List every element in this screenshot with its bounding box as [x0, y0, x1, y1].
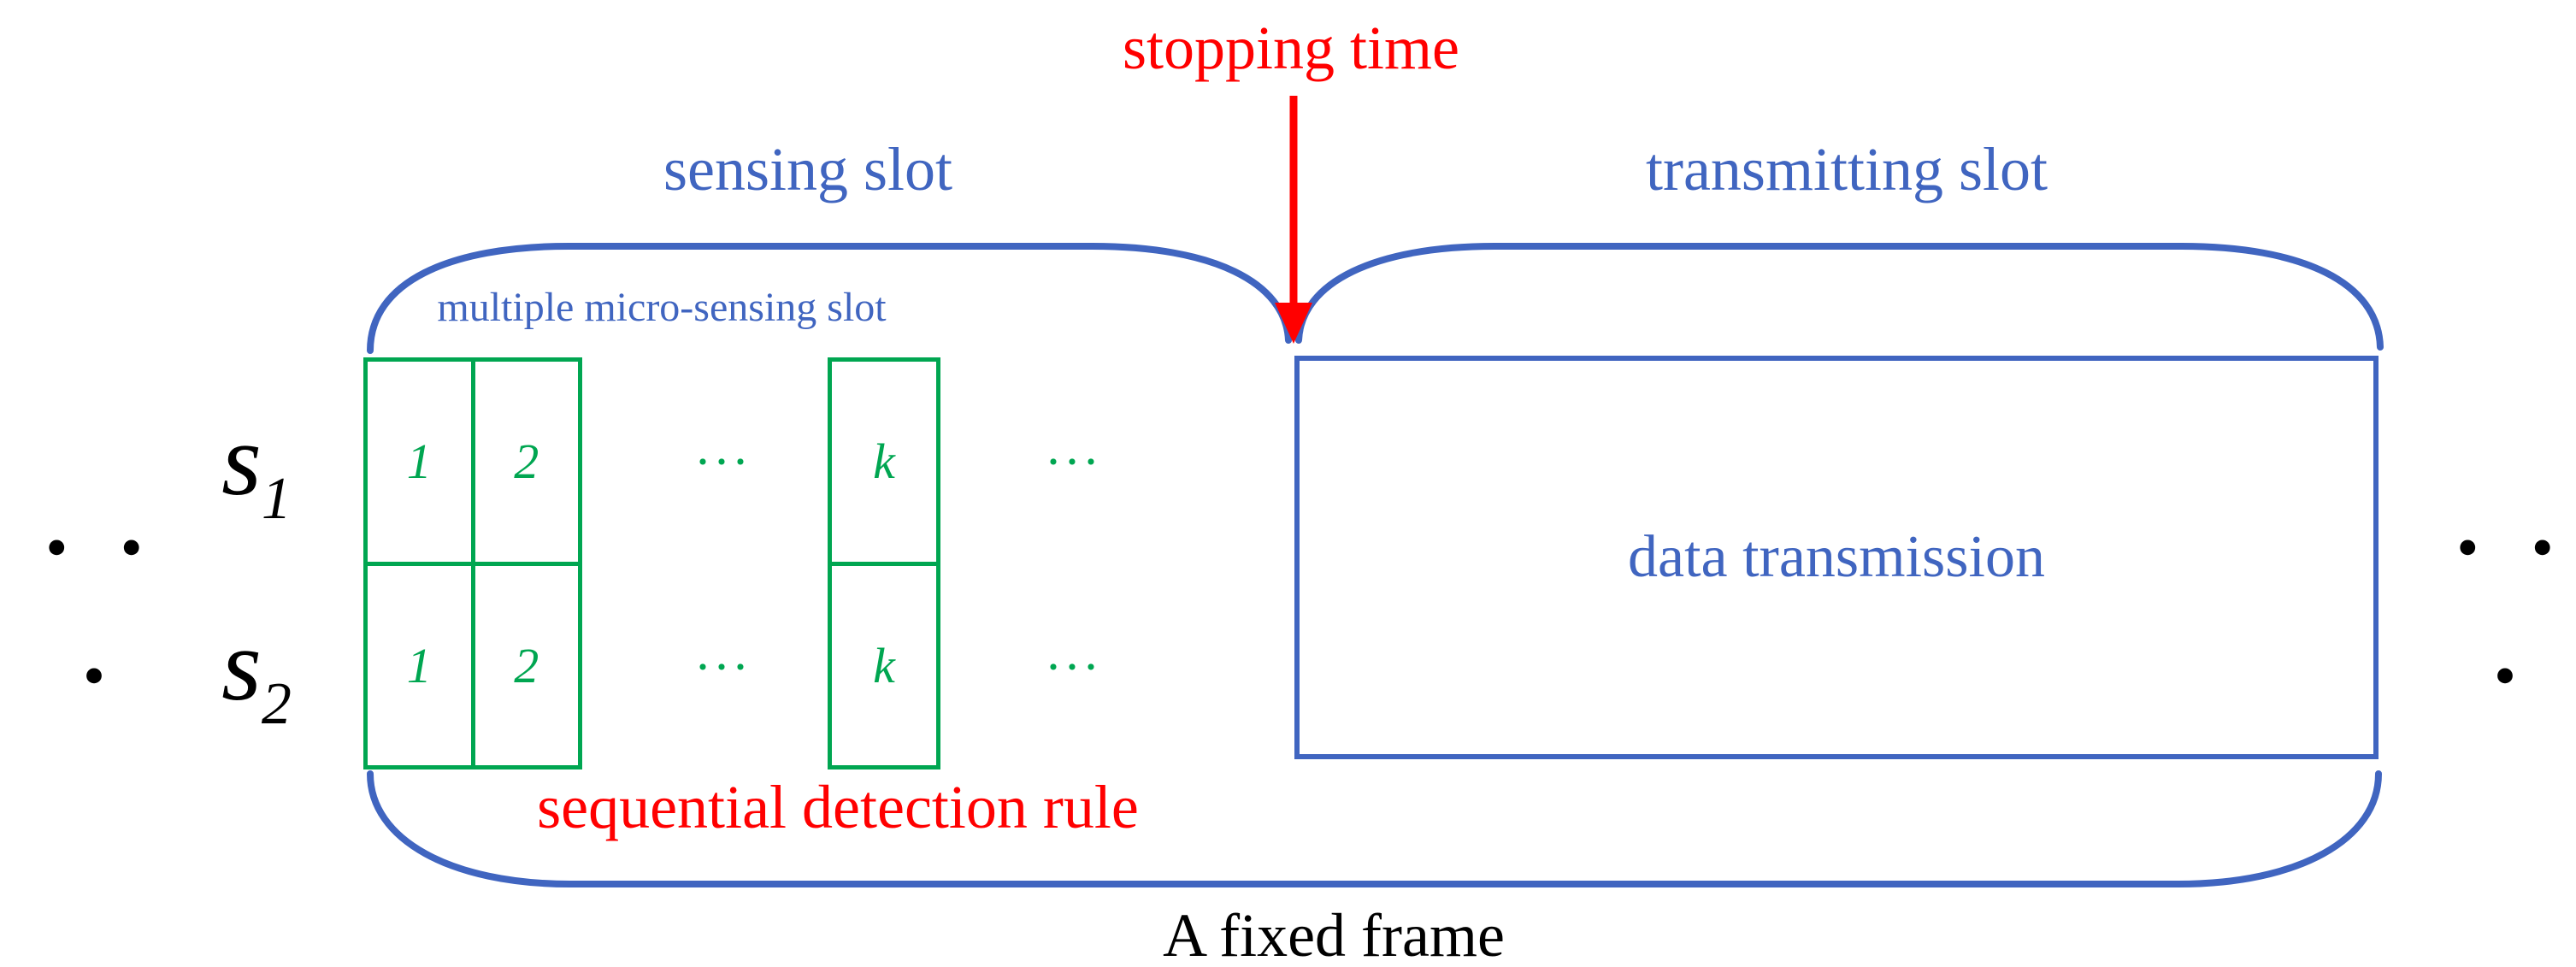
micro-slot-dots-s1-mid: ··· — [694, 433, 751, 490]
row-label-s1-sub: 1 — [261, 466, 292, 532]
row-label-s2-sub: 2 — [261, 671, 292, 737]
left-ellipsis: · · · — [35, 476, 153, 746]
data-transmission-box: data transmission — [1294, 356, 2379, 759]
row-label-s2-base: s — [221, 608, 262, 722]
data-transmission-label: data transmission — [1628, 524, 2045, 590]
stopping-time-arrowhead — [1275, 303, 1312, 344]
transmitting-slot-brace — [1295, 243, 2384, 351]
micro-slot-s1-2: 2 — [475, 362, 582, 566]
transmitting-slot-label: transmitting slot — [1645, 135, 2048, 203]
micro-slot-s2-2: 2 — [475, 565, 582, 769]
sensing-slot-label: sensing slot — [663, 135, 953, 203]
fixed-frame-label: A fixed frame — [1163, 901, 1505, 967]
micro-slot-dots-s2-end: ··· — [1045, 639, 1101, 695]
right-ellipsis: · · · — [2446, 476, 2564, 746]
micro-sensing-slot-label: multiple micro-sensing slot — [437, 285, 887, 330]
micro-slot-s2-1: 1 — [368, 565, 475, 769]
micro-slot-grid-k: k k — [828, 357, 940, 769]
sequential-detection-rule-label: sequential detection rule — [537, 773, 1139, 841]
micro-slot-s1-k: k — [832, 362, 940, 566]
row-label-s1-base: s — [221, 403, 262, 516]
row-label-s1: s1 — [192, 409, 321, 529]
stopping-time-label: stopping time — [1123, 14, 1459, 82]
micro-slot-grid-12: 1 2 1 2 — [363, 357, 582, 769]
micro-slot-dots-s1-end: ··· — [1045, 433, 1101, 490]
row-label-s2: s2 — [192, 614, 321, 734]
micro-slot-dots-s2-mid: ··· — [694, 639, 751, 695]
micro-slot-s1-1: 1 — [368, 362, 475, 566]
micro-slot-s2-k: k — [832, 565, 940, 769]
